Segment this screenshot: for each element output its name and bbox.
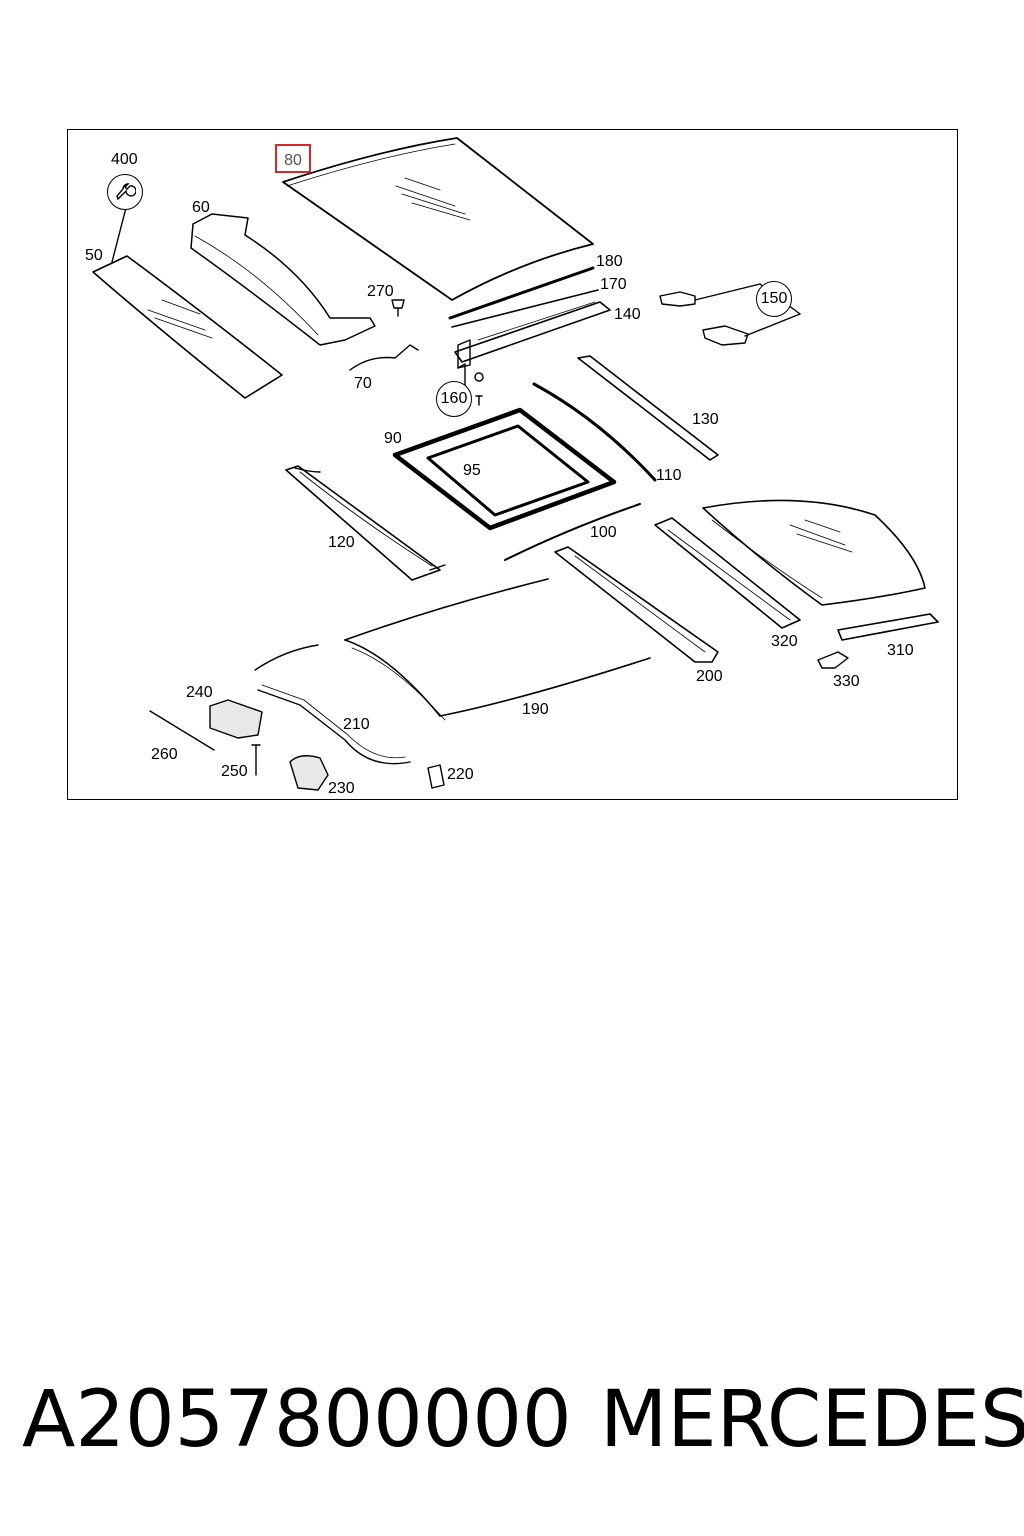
callout-320: 320 — [771, 633, 798, 650]
rail-320 — [654, 517, 801, 629]
clip-220 — [427, 764, 445, 789]
callout-95: 95 — [463, 462, 481, 479]
diagram-frame — [67, 129, 958, 800]
callout-180: 180 — [596, 253, 623, 270]
inner-frame-95 — [426, 424, 590, 517]
screw-270 — [391, 299, 405, 317]
frame-seal-90 — [392, 407, 617, 531]
callout-270: 270 — [367, 283, 394, 300]
callout-90: 90 — [384, 430, 402, 447]
rail-310 — [837, 613, 939, 641]
callout-50: 50 — [85, 247, 103, 264]
leader-line — [111, 203, 128, 263]
rail-120 — [285, 465, 446, 581]
callout-400: 400 — [111, 151, 138, 168]
strip-100 — [504, 503, 641, 561]
sunblind-190 — [344, 578, 651, 721]
bolt-250 — [251, 744, 261, 776]
callout-210: 210 — [343, 716, 370, 733]
trim-130 — [577, 355, 719, 461]
strip-170 — [451, 289, 599, 328]
callout-190: 190 — [522, 701, 549, 718]
rail-200 — [554, 546, 719, 663]
callout-150: 150 — [756, 281, 792, 317]
callout-160: 160 — [436, 381, 472, 417]
brand-name: MERCEDES — [600, 1375, 1024, 1465]
callout-220: 220 — [447, 766, 474, 783]
callout-110: 110 — [656, 467, 682, 484]
callout-130: 130 — [692, 411, 719, 428]
callout-120: 120 — [328, 534, 355, 551]
rod-260 — [149, 710, 215, 751]
seal-strip-180 — [448, 266, 595, 320]
part-number: A2057800000 — [22, 1375, 572, 1465]
front-cover-60 — [190, 213, 376, 346]
part-caption: A2057800000 MERCEDES — [22, 1370, 1024, 1470]
callout-250: 250 — [221, 763, 248, 780]
seal-110 — [532, 382, 657, 482]
callout-170: 170 — [600, 276, 627, 293]
rail-140 — [454, 301, 611, 369]
callout-200: 200 — [696, 668, 723, 685]
wrench-icon — [107, 174, 143, 210]
motor-240 — [209, 699, 263, 739]
callout-230: 230 — [328, 780, 355, 797]
glass-panel-80 — [282, 137, 594, 301]
callout-310: 310 — [887, 642, 914, 659]
clip-330 — [817, 651, 849, 669]
callout-100: 100 — [590, 524, 617, 541]
cable-210 — [254, 644, 411, 765]
callout-260: 260 — [151, 746, 178, 763]
rear-glass-panel — [702, 499, 926, 606]
callout-240: 240 — [186, 684, 213, 701]
callout-330: 330 — [833, 673, 860, 690]
callout-140: 140 — [614, 306, 641, 323]
highlighted-part-label[interactable]: 80 — [275, 144, 311, 173]
callout-70: 70 — [354, 375, 372, 392]
cable-70 — [349, 344, 419, 371]
callout-60: 60 — [192, 199, 210, 216]
glass-panel-50 — [92, 255, 283, 399]
motor-230 — [289, 755, 329, 791]
